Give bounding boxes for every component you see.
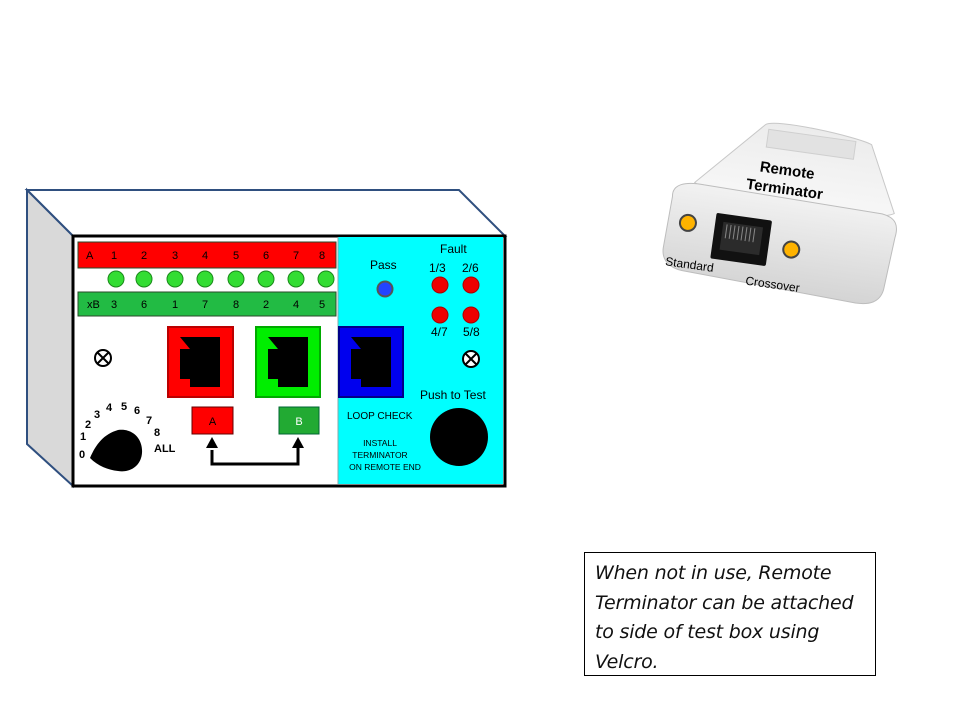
fault-led-5-8 — [462, 306, 480, 324]
install-note-line2: TERMINATOR — [352, 450, 407, 460]
install-note-line3: ON REMOTE END — [349, 462, 421, 472]
fault-label: Fault — [440, 242, 467, 256]
fault-pair-1: 1/3 — [429, 261, 446, 275]
right-screw-icon — [462, 350, 480, 368]
row-b-pin-4: 7 — [202, 299, 208, 311]
pass-led — [376, 280, 394, 298]
loop-check-label: LOOP CHECK — [347, 411, 413, 422]
dial-position-4: 4 — [106, 402, 113, 414]
pin-led-7 — [287, 270, 305, 288]
row-a-pin-4: 4 — [202, 250, 208, 262]
pin-leds — [107, 270, 335, 288]
push-to-test-button[interactable] — [430, 408, 488, 466]
box-side — [26, 187, 74, 489]
row-a-pin-7: 7 — [293, 250, 299, 262]
fault-pair-4: 5/8 — [463, 325, 480, 339]
dial-position-2: 2 — [85, 419, 91, 431]
push-to-test-label: Push to Test — [420, 388, 486, 402]
box-top — [24, 189, 508, 237]
pin-led-4 — [196, 270, 214, 288]
row-a-pin-3: 3 — [172, 250, 178, 262]
fault-led-4-7 — [431, 306, 449, 324]
pin-led-2 — [135, 270, 153, 288]
fault-pair-3: 4/7 — [431, 325, 448, 339]
jack-a-label: A — [209, 416, 217, 428]
dial-position-0: 0 — [79, 449, 85, 461]
pin-led-8 — [317, 270, 335, 288]
standard-indicator — [678, 213, 697, 232]
left-screw-icon — [94, 349, 112, 367]
pin-led-3 — [166, 270, 184, 288]
row-b-label: xB — [87, 299, 100, 311]
jack-b-label-box — [278, 406, 320, 435]
dial-position-8: 8 — [154, 427, 160, 439]
jack-a[interactable] — [167, 326, 234, 398]
pin-led-6 — [257, 270, 275, 288]
jack-b-label: B — [295, 416, 302, 428]
pin-led-1 — [107, 270, 125, 288]
standard-label: Standard — [664, 254, 714, 275]
remote-terminator: Remote Terminator Standard Crossover — [662, 122, 897, 305]
row-b-strip — [77, 291, 337, 317]
velcro-note: When not in use, Remote Terminator can b… — [584, 552, 876, 676]
dial-position-1: 1 — [80, 431, 86, 443]
row-b-pin-1: 3 — [111, 299, 117, 311]
row-a-pin-5: 5 — [233, 250, 239, 262]
dial-position-7: 7 — [146, 415, 152, 427]
row-b-pin-2: 6 — [141, 299, 147, 311]
row-a-pin-8: 8 — [319, 250, 325, 262]
row-b-labels: xB 3 6 1 7 8 2 4 5 — [87, 299, 325, 311]
dial-all-label: ALL — [154, 443, 176, 455]
jack-b[interactable] — [255, 326, 321, 398]
pin-led-5 — [227, 270, 245, 288]
pass-label: Pass — [370, 258, 397, 272]
row-a-pin-1: 1 — [111, 250, 117, 262]
loop-arrow — [206, 437, 304, 466]
row-a-labels: A 1 2 3 4 5 6 7 8 — [86, 250, 325, 262]
dial-position-3: 3 — [94, 409, 100, 421]
row-a-label: A — [86, 250, 94, 262]
row-b-pin-7: 4 — [293, 299, 299, 311]
fault-led-1-3 — [431, 276, 449, 294]
selector-dial[interactable] — [90, 429, 143, 472]
row-b-pin-5: 8 — [233, 299, 239, 311]
row-a-pin-2: 2 — [141, 250, 147, 262]
dial-position-6: 6 — [134, 405, 140, 417]
jack-a-label-box — [191, 406, 234, 435]
loop-check-jack[interactable] — [338, 326, 404, 398]
crossover-indicator — [782, 240, 801, 259]
fault-led-2-6 — [462, 276, 480, 294]
row-b-pin-6: 2 — [263, 299, 269, 311]
row-b-pin-3: 1 — [172, 299, 178, 311]
install-note-line1: INSTALL — [363, 438, 397, 448]
row-a-pin-6: 6 — [263, 250, 269, 262]
row-a-strip — [77, 241, 337, 269]
row-b-pin-8: 5 — [319, 299, 325, 311]
fault-pair-2: 2/6 — [462, 261, 479, 275]
dial-position-5: 5 — [121, 401, 127, 413]
